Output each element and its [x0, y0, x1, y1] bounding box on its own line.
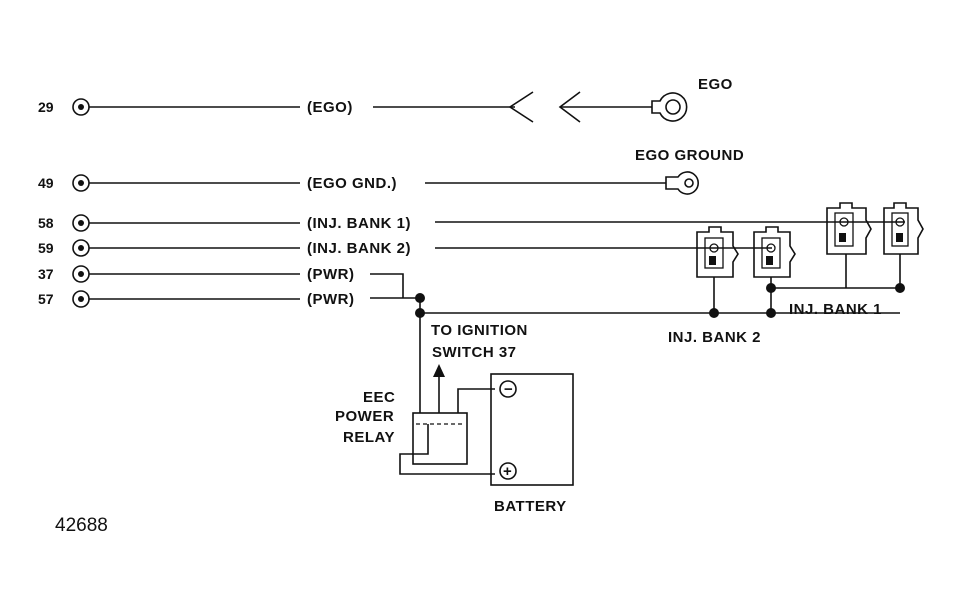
battery-pos-symbol: +	[503, 463, 512, 480]
battery-label: BATTERY	[494, 498, 567, 515]
ignition-feed: TO IGNITION SWITCH 37	[431, 322, 528, 413]
battery-positive-terminal	[499, 462, 517, 480]
ignition-label-line1: TO IGNITION	[431, 322, 528, 339]
ego-ground-terminal-icon	[665, 171, 699, 195]
pin-37-number: 37	[38, 266, 54, 282]
pin-57-row: 57 (PWR)	[38, 290, 420, 308]
ego-sensor-icon	[651, 92, 688, 122]
injector-icon	[826, 202, 872, 288]
relay-label-line3: RELAY	[343, 429, 395, 446]
eec-power-relay: EEC POWER RELAY	[335, 388, 495, 475]
battery: − + BATTERY	[490, 373, 574, 515]
pin-49-row: 49 (EGO GND.) EGO GROUND	[38, 147, 744, 195]
pin-49-number: 49	[38, 175, 54, 191]
injector-icon	[696, 226, 739, 313]
relay-label-line1: EEC	[363, 389, 395, 406]
ego-connector-female	[508, 91, 534, 123]
pin-58-row: 58 (INJ. BANK 1)	[38, 214, 905, 232]
injector-icon	[883, 202, 924, 288]
up-arrow-icon	[433, 364, 445, 377]
pin-58-number: 58	[38, 215, 54, 231]
battery-neg-symbol: −	[504, 381, 513, 398]
pin-49-signal: (EGO GND.)	[307, 175, 397, 192]
injector-bank-1-label: INJ. BANK 1	[789, 301, 882, 318]
battery-box	[490, 373, 574, 486]
ignition-label-line2: SWITCH 37	[432, 344, 517, 361]
pin-29-signal: (EGO)	[307, 99, 353, 116]
injector-bank-1: INJ. BANK 1	[789, 202, 924, 318]
pin-58-signal: (INJ. BANK 1)	[307, 215, 411, 232]
injector-icon	[753, 226, 796, 288]
injector-bank-2: INJ. BANK 2	[668, 226, 796, 346]
figure-number: 42688	[55, 515, 108, 536]
pin-57-signal: (PWR)	[307, 291, 355, 308]
pin-37-signal: (PWR)	[307, 266, 355, 283]
pin-37-row: 37 (PWR)	[38, 265, 404, 298]
ego-ground-label: EGO GROUND	[635, 147, 744, 164]
relay-label-line2: POWER	[335, 408, 394, 425]
battery-negative-terminal	[499, 380, 517, 398]
relay-box	[412, 412, 468, 465]
injector-bank-2-label: INJ. BANK 2	[668, 329, 761, 346]
pin-59-row: 59 (INJ. BANK 2)	[38, 239, 772, 257]
ego-sensor-label: EGO	[698, 76, 733, 93]
pin-57-number: 57	[38, 291, 54, 307]
pin-59-signal: (INJ. BANK 2)	[307, 240, 411, 257]
pin-29-row: 29 (EGO) EGO	[38, 76, 733, 123]
pin-59-number: 59	[38, 240, 54, 256]
pin-29-number: 29	[38, 99, 54, 115]
